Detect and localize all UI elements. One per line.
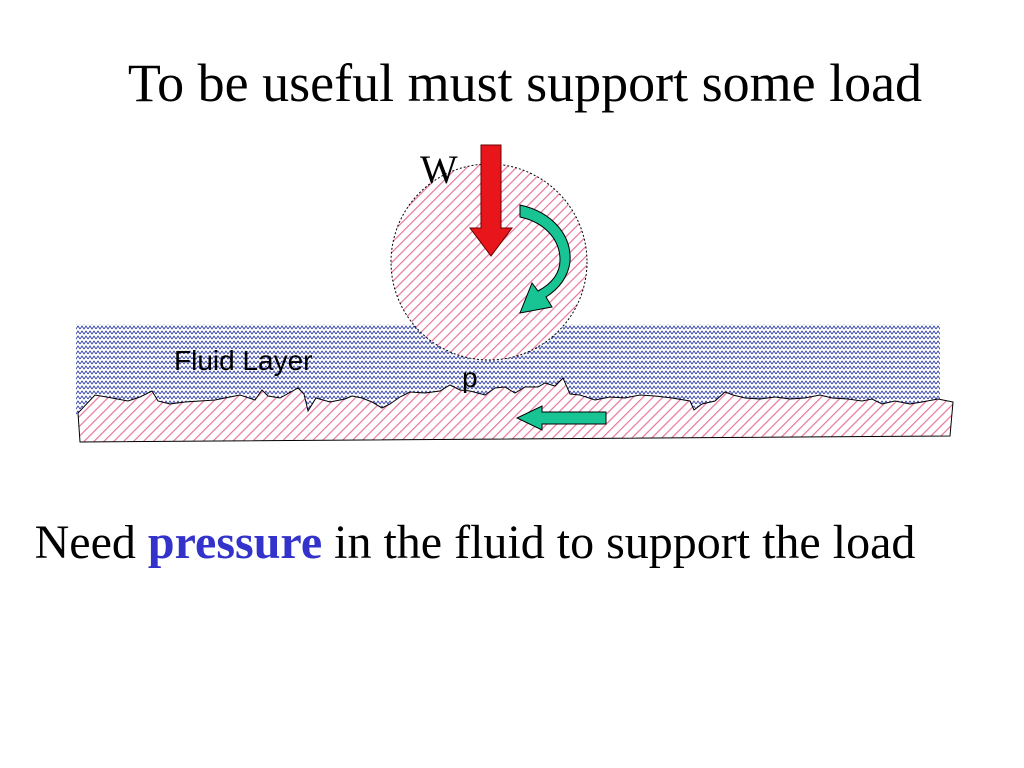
- load-label: W: [420, 147, 458, 192]
- rotation-arrow: [519, 204, 571, 314]
- load-arrow: [469, 144, 513, 257]
- slide-arrow: [515, 405, 607, 431]
- caption-emphasis: pressure: [147, 516, 323, 569]
- pressure-label: p: [462, 362, 478, 393]
- fluid-layer-label: Fluid Layer: [174, 345, 313, 376]
- caption-prefix: Need: [34, 516, 148, 569]
- slide-title: To be useful must support some load: [127, 53, 923, 113]
- rough-surface: [77, 377, 954, 443]
- caption: Need pressure in the fluid to support th…: [30, 512, 920, 574]
- caption-suffix: in the fluid to support the load: [322, 516, 916, 569]
